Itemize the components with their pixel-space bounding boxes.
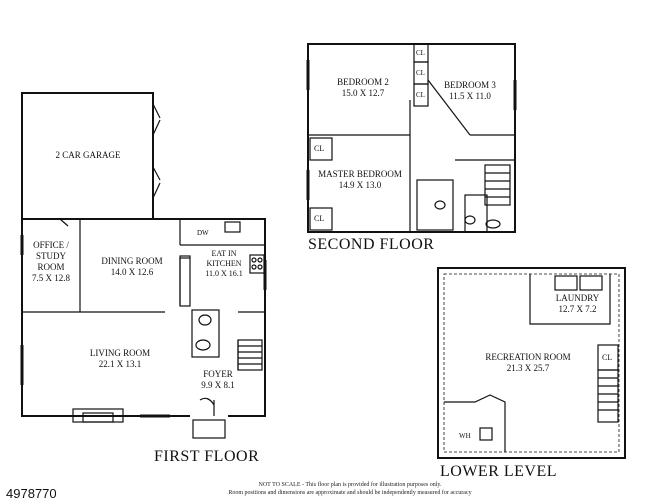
closet-label: CL [314,144,325,153]
disclaimer-line1: NOT TO SCALE - This floor plan is provid… [258,482,442,488]
master-bedroom-dims: 14.9 X 13.0 [338,180,382,190]
first-floor-title: FIRST FLOOR [154,448,260,465]
bedroom2-label: BEDROOM 2 15.0 X 12.7 [322,77,404,99]
first-floor-walls [20,218,267,439]
bedroom2-dims: 15.0 X 12.7 [341,88,385,98]
garage-label: 2 CAR GARAGE [38,150,138,161]
foyer-label: FOYER 9.9 X 8.1 [188,369,248,391]
laundry-label: LAUNDRY 12.7 X 7.2 [545,293,610,315]
office-name-line1: OFFICE / [33,240,69,250]
garage-walls [21,92,161,220]
bedroom3-label: BEDROOM 3 11.5 X 11.0 [440,80,500,102]
garage-name: 2 CAR GARAGE [55,150,121,160]
kitchen-label: EAT IN KITCHEN 11.0 X 16.1 [196,249,252,279]
recreation-room-label: RECREATION ROOM 21.3 X 25.7 [478,352,578,374]
dining-name: DINING ROOM [101,256,163,266]
office-dims: 7.5 X 12.8 [32,273,70,283]
kitchen-name-line2: KITCHEN [206,259,242,268]
laundry-name: LAUNDRY [555,293,600,303]
living-name: LIVING ROOM [89,348,151,358]
kitchen-name-line1: EAT IN [211,249,237,258]
dining-dims: 14.0 X 12.6 [110,267,154,277]
recreation-room-dims: 21.3 X 25.7 [506,363,550,373]
closet-label: CL [314,214,325,223]
recreation-room-name: RECREATION ROOM [485,352,571,362]
closet-label: CL [602,353,613,362]
kitchen-dims: 11.0 X 16.1 [205,269,243,278]
closet-label: CL [416,69,425,77]
office-name-line2: STUDY [35,251,66,261]
listing-id: 4978770 [6,486,57,501]
second-floor-title: SECOND FLOOR [308,236,435,253]
office-label: OFFICE / STUDY ROOM 7.5 X 12.8 [24,240,78,284]
closet-label: CL [416,49,425,57]
dining-label: DINING ROOM 14.0 X 12.6 [82,256,182,278]
lower-level-walls [437,267,626,459]
bedroom3-dims: 11.5 X 11.0 [449,91,491,101]
foyer-dims: 9.9 X 8.1 [201,380,235,390]
bedroom2-name: BEDROOM 2 [337,77,389,87]
living-dims: 22.1 X 13.1 [98,359,142,369]
office-name-line3: ROOM [37,262,65,272]
master-bedroom-name: MASTER BEDROOM [318,169,402,179]
water-heater-label: WH [459,432,471,440]
dishwasher-label: DW [197,229,209,237]
disclaimer: NOT TO SCALE - This floor plan is provid… [200,481,500,497]
living-label: LIVING ROOM 22.1 X 13.1 [70,348,170,370]
disclaimer-line2: Room positions and dimensions are approx… [228,490,472,496]
bedroom3-name: BEDROOM 3 [444,80,496,90]
master-bedroom-label: MASTER BEDROOM 14.9 X 13.0 [312,169,408,191]
closet-label: CL [416,91,425,99]
laundry-dims: 12.7 X 7.2 [558,304,597,314]
foyer-name: FOYER [203,369,233,379]
lower-level-title: LOWER LEVEL [440,463,558,480]
second-floor-walls [306,43,517,233]
